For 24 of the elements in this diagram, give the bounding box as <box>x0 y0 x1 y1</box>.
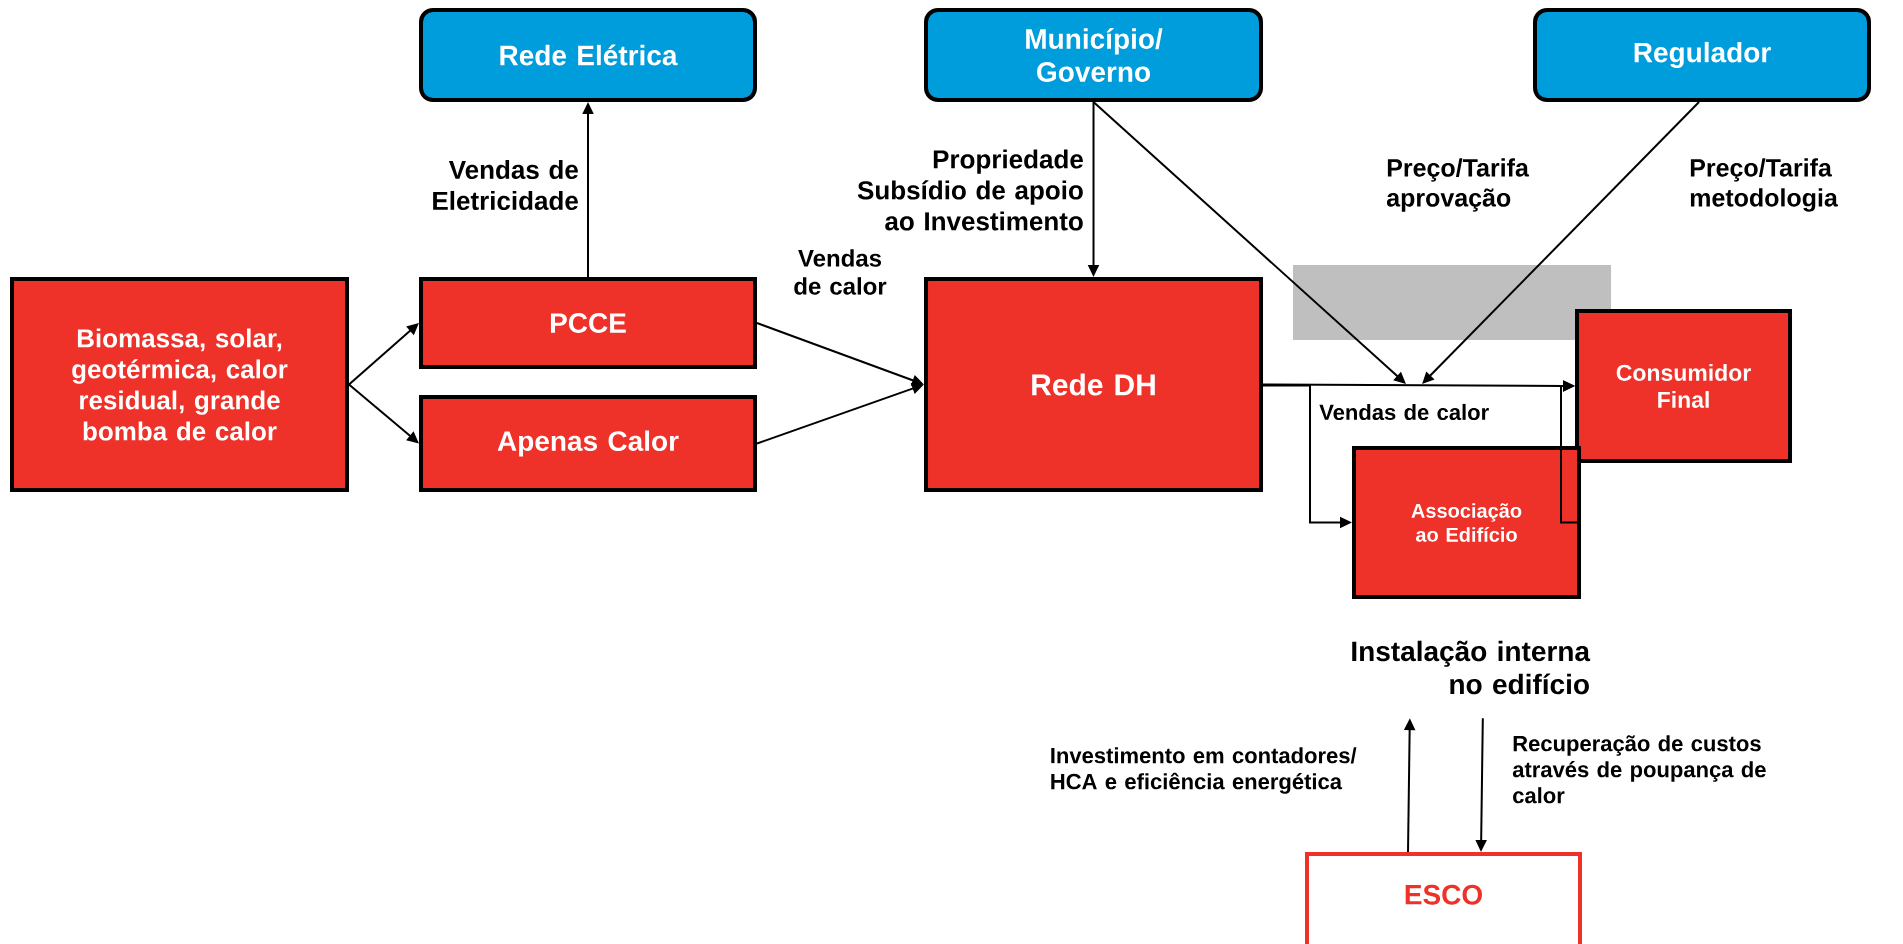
actor-box: Rede Elétrica <box>419 8 757 102</box>
shaded-rectangle <box>1293 265 1611 340</box>
edge-label: Recuperação de custos através de poupança de calor <box>1512 735 1766 804</box>
arrow <box>1092 101 1406 384</box>
esco-box: ESCO <box>1305 852 1582 944</box>
network-box: Rede DH <box>924 277 1263 492</box>
edge-label: Vendas de calor <box>794 249 887 295</box>
arrow <box>348 323 419 386</box>
plant-box: PCCE <box>419 277 757 369</box>
edge-label: Propriedade Subsídio de apoio ao Investimento <box>857 149 1083 231</box>
arrow <box>1422 101 1700 384</box>
consumer-box: Consumidor Final <box>1575 309 1792 463</box>
association-box: Associação ao Edifício <box>1352 446 1581 599</box>
arrow <box>1560 380 1582 524</box>
edge-label: Vendas de Eletricidade <box>433 159 578 211</box>
installation-label: Instalação interna no edifício <box>1352 640 1591 695</box>
edge-label: Preço/Tarifa aprovação <box>1386 158 1530 212</box>
annotation-label: Preço/Tarifa metodologia <box>1690 158 1838 212</box>
actor-box: Regulador <box>1533 8 1871 102</box>
plant-box: Apenas Calor <box>419 395 757 492</box>
source-box: Biomassa, solar, geotérmica, calor residual, grande bomba de calor <box>10 277 349 492</box>
edge-label: Vendas de calor <box>1319 403 1489 421</box>
actor-box: Município/ Governo <box>924 8 1263 102</box>
edge-label: Investimento em contadores/ HCA e eficiência energética <box>1051 747 1357 794</box>
